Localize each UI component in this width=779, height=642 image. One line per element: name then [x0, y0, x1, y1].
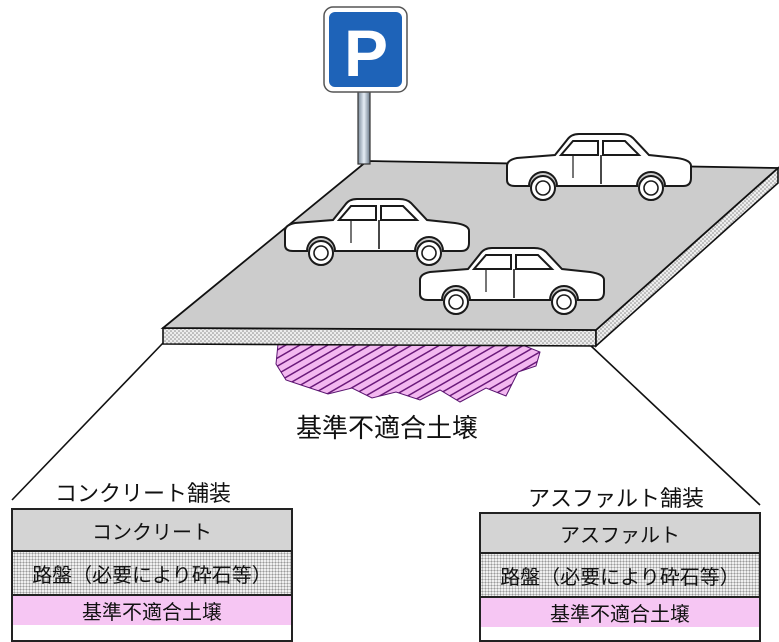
- sign-pole: [357, 87, 371, 165]
- leader-line-right: [589, 344, 761, 506]
- slab-front-edge: [162, 327, 597, 347]
- parking-sign-face: [329, 12, 402, 87]
- concrete-layer-surface: コンクリート: [13, 510, 291, 552]
- asphalt-title: アスファルト舗装: [528, 487, 705, 512]
- concrete-layer-base: 路盤（必要により砕石等）: [13, 552, 291, 596]
- soil-label: 基準不適合土壌: [296, 414, 479, 444]
- asphalt-layer-surface: アスファルト: [481, 514, 759, 554]
- leader-line-left: [11, 342, 164, 501]
- asphalt-layer-stack: アスファルト 路盤（必要により砕石等） 基準不適合土壌: [479, 512, 761, 642]
- slab-top: [160, 160, 779, 331]
- concrete-layer-soil: 基準不適合土壌: [13, 596, 291, 625]
- parking-sign-letter: P: [344, 16, 388, 90]
- concrete-title: コンクリート舗装: [55, 482, 232, 507]
- asphalt-layer-base: 路盤（必要により砕石等）: [481, 554, 759, 598]
- asphalt-layer-soil: 基準不適合土壌: [481, 598, 759, 627]
- concrete-layer-stack: コンクリート 路盤（必要により砕石等） 基準不適合土壌: [11, 508, 293, 642]
- soil-mass: [275, 343, 541, 403]
